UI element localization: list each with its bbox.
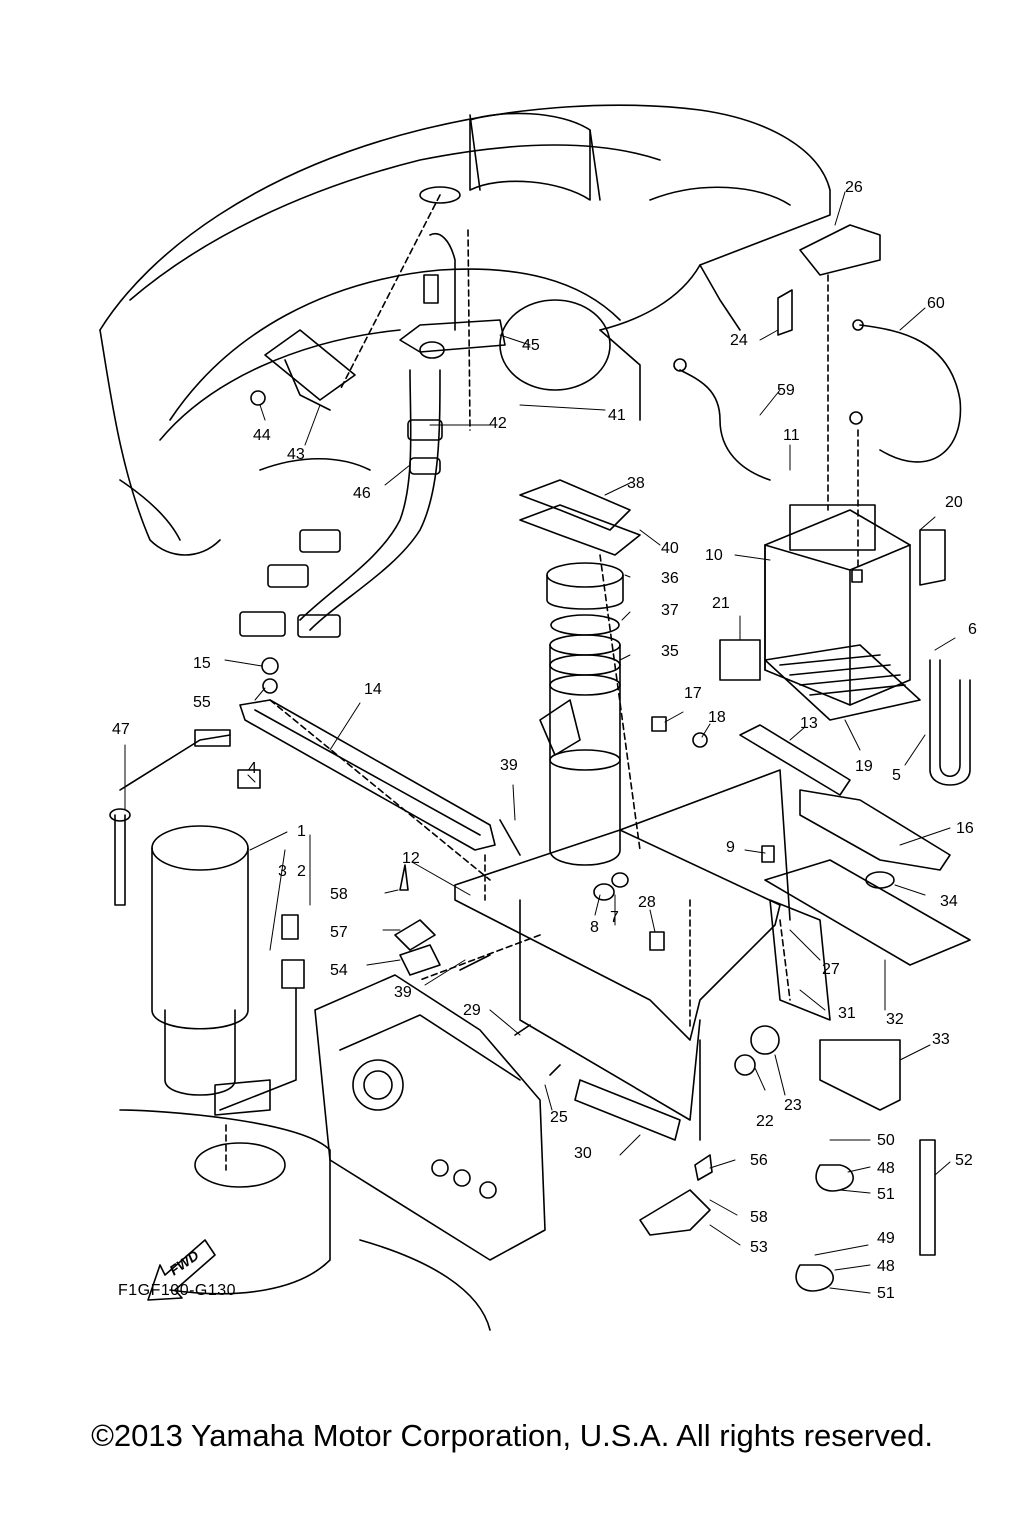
callout-58b: 58	[750, 1209, 768, 1226]
fuel-pump	[109, 729, 305, 1116]
callout-16: 16	[956, 820, 974, 837]
callout-49: 49	[877, 1230, 895, 1247]
callout-60: 60	[927, 295, 945, 312]
engine-assembly	[314, 974, 546, 1261]
callout-18: 18	[708, 709, 726, 726]
callout-27: 27	[822, 961, 840, 978]
callout-44: 44	[253, 427, 271, 444]
callout-50: 50	[877, 1132, 895, 1149]
callout-38: 38	[627, 475, 645, 492]
callout-5: 5	[892, 767, 901, 784]
callout-51: 51	[877, 1186, 895, 1203]
callout-47: 47	[112, 721, 130, 738]
callout-36: 36	[661, 570, 679, 587]
callout-23: 23	[784, 1097, 802, 1114]
callout-40: 40	[661, 540, 679, 557]
callout-25: 25	[550, 1109, 568, 1126]
fwd-arrow-icon	[147, 1239, 216, 1301]
callout-1: 1	[297, 823, 306, 840]
reference-lines	[225, 194, 859, 1171]
leader-lines	[124, 191, 956, 1294]
callout-43: 43	[287, 446, 305, 463]
callout-29: 29	[463, 1002, 481, 1019]
fwd-label: FWD	[166, 1247, 201, 1278]
bracket-14	[239, 699, 496, 851]
callout-32: 32	[886, 1011, 904, 1028]
callout-48b: 48	[877, 1258, 895, 1275]
callout-8: 8	[590, 919, 599, 936]
callout-12: 12	[402, 850, 420, 867]
callout-3: 3	[278, 863, 287, 880]
callout-4: 4	[248, 760, 257, 777]
callout-41: 41	[608, 407, 626, 424]
hull-deck	[99, 104, 831, 556]
fuel-tank	[119, 1109, 491, 1331]
callout-14: 14	[364, 681, 382, 698]
diagram-code: F1GF100-G130	[118, 1282, 237, 1299]
callout-21: 21	[712, 595, 730, 612]
callout-11: 11	[783, 427, 800, 444]
copyright-notice: ©2013 Yamaha Motor Corporation, U.S.A. A…	[91, 1418, 933, 1453]
callout-9: 9	[726, 839, 735, 856]
callout-39b: 39	[394, 984, 412, 1001]
callout-48: 48	[877, 1160, 895, 1177]
callout-19: 19	[855, 758, 873, 775]
filler-neck	[519, 479, 641, 866]
callout-56: 56	[750, 1152, 768, 1169]
callout-59: 59	[777, 382, 795, 399]
callout-51b: 51	[877, 1285, 895, 1302]
callout-20: 20	[945, 494, 963, 511]
callout-2: 2	[297, 863, 306, 880]
battery-assembly	[673, 224, 971, 786]
callout-57: 57	[330, 924, 348, 941]
callout-39: 39	[500, 757, 518, 774]
callout-58: 58	[330, 886, 348, 903]
callout-45: 45	[522, 337, 540, 354]
callout-30: 30	[574, 1145, 592, 1162]
small-parts	[261, 657, 936, 1292]
callout-54: 54	[330, 962, 348, 979]
callout-52: 52	[955, 1152, 973, 1169]
callout-46: 46	[353, 485, 371, 502]
callout-33: 33	[932, 1031, 950, 1048]
wiring-harness	[239, 233, 506, 638]
callout-53: 53	[750, 1239, 768, 1256]
callout-42: 42	[489, 415, 507, 432]
callout-13: 13	[800, 715, 818, 732]
callout-28: 28	[638, 894, 656, 911]
callout-7: 7	[610, 909, 619, 926]
callout-22: 22	[756, 1113, 774, 1130]
callout-26: 26	[845, 179, 863, 196]
bracket-16	[739, 724, 971, 1111]
callout-10: 10	[705, 547, 723, 564]
callout-15: 15	[193, 655, 211, 672]
callout-37: 37	[661, 602, 679, 619]
callout-31: 31	[838, 1005, 856, 1022]
callout-24: 24	[730, 332, 748, 349]
callout-6: 6	[968, 621, 977, 638]
callout-34: 34	[940, 893, 958, 910]
callout-55: 55	[193, 694, 211, 711]
callout-35: 35	[661, 643, 679, 660]
callout-17: 17	[684, 685, 702, 702]
frame-12	[454, 769, 791, 1141]
